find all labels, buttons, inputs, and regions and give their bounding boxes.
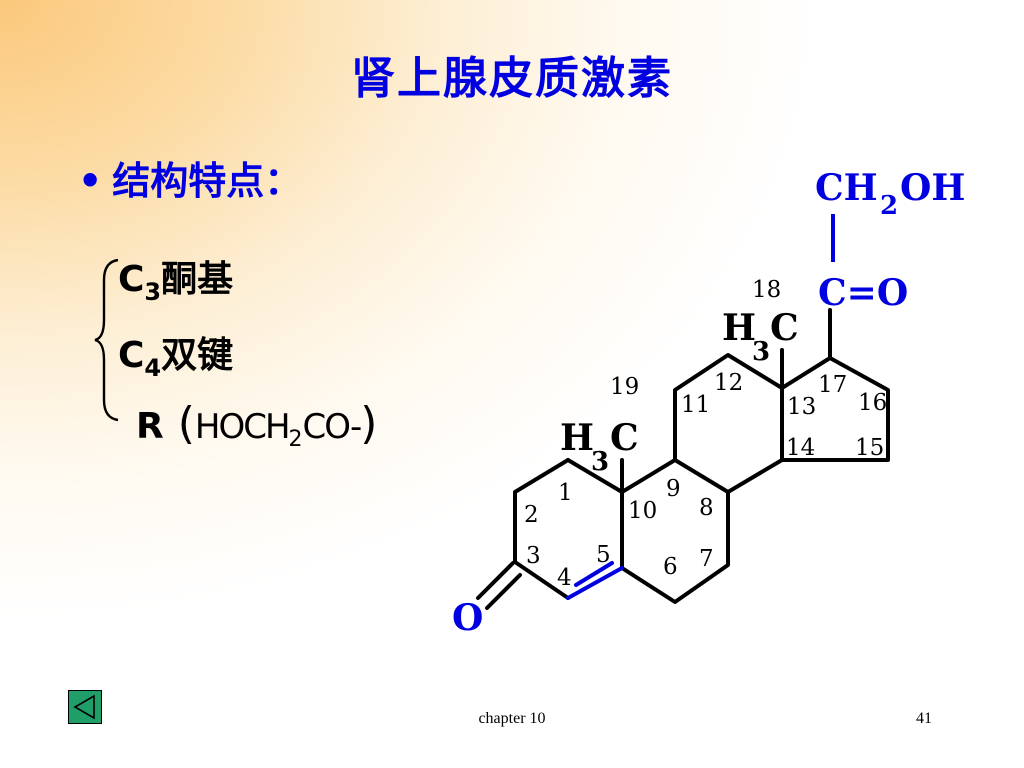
ch2oh-sub: 2 <box>880 191 898 221</box>
pos-8: 8 <box>699 495 714 521</box>
pos-11: 11 <box>681 392 710 418</box>
pos-10: 10 <box>628 498 657 524</box>
pos-15: 15 <box>855 435 884 461</box>
back-nav-button[interactable] <box>68 690 102 724</box>
pos-4: 4 <box>557 565 572 591</box>
methyl-18-sub: 3 <box>752 337 770 367</box>
methyl-19-h: H <box>560 417 594 459</box>
r-text-b: CO- <box>302 407 363 447</box>
r-close-paren: ) <box>360 398 378 449</box>
pos-12: 12 <box>714 370 743 396</box>
bullet-text: 结构特点： <box>112 159 303 203</box>
r-sub: 2 <box>288 427 303 452</box>
bullet-dot: • <box>78 159 103 203</box>
pos-13: 13 <box>787 394 816 420</box>
c4-c5-double-bond <box>566 561 624 600</box>
pos-1: 1 <box>558 480 573 506</box>
pos-7: 7 <box>699 546 714 572</box>
r-label: R <box>136 406 164 447</box>
pos-3: 3 <box>526 543 541 569</box>
feature-r-group: R (HOCH2CO-) <box>136 398 377 452</box>
keto-oxygen: O <box>452 597 483 639</box>
methyl-18-c: C <box>770 307 799 349</box>
pos-5: 5 <box>596 542 611 568</box>
triangle-left-icon <box>73 694 95 720</box>
ch2oh-a: CH <box>815 167 878 209</box>
feature-c4-prefix: C <box>118 335 145 376</box>
brace-icon <box>94 258 119 422</box>
pos-14: 14 <box>786 435 815 461</box>
r-text-a: HOCH <box>194 407 291 447</box>
bullet-heading: •结构特点： <box>78 150 302 205</box>
methyl-18-h: H <box>722 307 756 349</box>
pos-19: 19 <box>610 374 639 400</box>
position-numbers: 1 2 3 4 5 6 7 8 9 10 11 12 13 14 15 16 1… <box>524 277 887 591</box>
pos-16: 16 <box>858 390 887 416</box>
pos-9: 9 <box>666 476 681 502</box>
feature-c4-sub: 4 <box>144 354 162 382</box>
footer-page-number: 41 <box>916 710 932 727</box>
feature-c4-double-bond: C4双键 <box>118 326 233 382</box>
feature-c3-sub: 3 <box>144 278 162 306</box>
feature-c3-text: 酮基 <box>161 259 234 300</box>
feature-c3-keto: C3酮基 <box>118 250 233 306</box>
r-open-paren: ( <box>177 398 195 449</box>
carbonyl-label: C=O <box>818 272 908 314</box>
bond-lines <box>476 308 890 610</box>
methyl-19-c: C <box>610 417 639 459</box>
pos-18: 18 <box>752 277 781 303</box>
methyl-19-sub: 3 <box>591 447 609 477</box>
feature-c4-text: 双键 <box>161 335 234 376</box>
feature-c3-prefix: C <box>118 259 145 300</box>
slide-title: 肾上腺皮质激素 <box>351 53 673 104</box>
ch2oh-b: OH <box>900 167 965 209</box>
footer-chapter: chapter 10 <box>478 710 546 727</box>
pos-17: 17 <box>818 372 847 398</box>
pos-6: 6 <box>663 554 678 580</box>
pos-2: 2 <box>524 502 539 528</box>
